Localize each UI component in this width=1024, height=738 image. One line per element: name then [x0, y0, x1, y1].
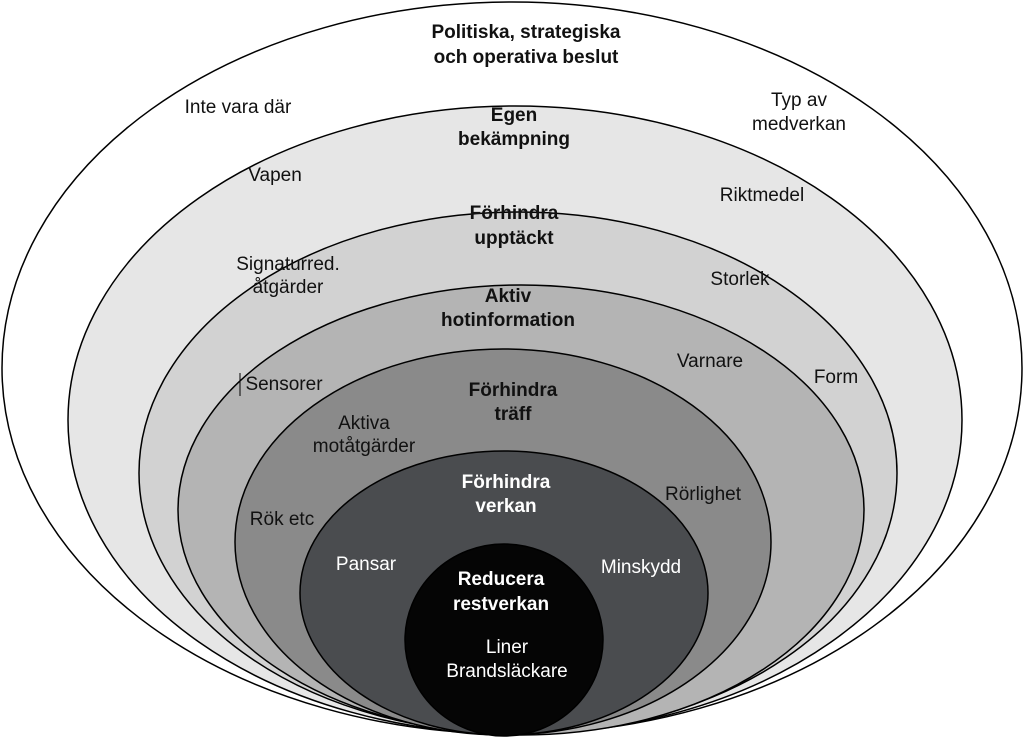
layer-1-title-line1: Politiska, strategiska — [431, 22, 620, 43]
layer-6-left-label: Pansar — [336, 554, 397, 575]
layer-2-left-label: Vapen — [248, 165, 302, 186]
layer-2-right-label: Riktmedel — [720, 185, 804, 206]
layer-6-title-line1: Förhindra — [462, 472, 551, 493]
layer-3-title-line1: Förhindra — [470, 203, 559, 224]
layer-3-right-label-b: Form — [814, 367, 858, 388]
layer-2-title-line1: Egen — [491, 105, 537, 126]
layer-7-ellipse — [404, 543, 604, 737]
layer-4-right-label: Varnare — [677, 351, 743, 372]
layer-1-right-label-line1: Typ av — [771, 90, 827, 111]
layer-2-title-line2: bekämpning — [458, 129, 570, 150]
layer-6-right-label: Minskydd — [601, 557, 681, 578]
layer-5-left-label-line1: Aktiva — [338, 413, 390, 434]
layer-3-left-label-line1: Signaturred. — [236, 254, 340, 275]
layer-4-title-line1: Aktiv — [485, 286, 532, 307]
layer-1-right-label-line2: medverkan — [752, 114, 846, 135]
layer-4-left-label: Sensorer — [245, 374, 323, 395]
layer-3-left-label-line2: åtgärder — [253, 277, 324, 298]
layer-1-left-label: Inte vara där — [185, 97, 292, 118]
layer-7-title-line1: Reducera — [458, 569, 545, 590]
layer-3-title-line2: upptäckt — [474, 228, 554, 249]
layer-3-right-label-a: Storlek — [710, 269, 770, 290]
layer-5-left-label-b: Rök etc — [250, 509, 314, 530]
layer-5-title-line2: träff — [495, 404, 533, 425]
layer-5-right-label: Rörlighet — [665, 484, 742, 505]
layer-5-left-label-line2: motåtgärder — [313, 436, 416, 457]
layer-7-item-1: Liner — [486, 637, 529, 658]
layer-5-title-line1: Förhindra — [469, 380, 558, 401]
layer-4-title-line2: hotinformation — [441, 310, 575, 331]
layer-6-title-line2: verkan — [475, 496, 536, 517]
layer-1-title-line2: och operativa beslut — [434, 47, 619, 68]
layer-7-item-2: Brandsläckare — [446, 661, 567, 682]
layer-7-title-line2: restverkan — [453, 594, 549, 615]
